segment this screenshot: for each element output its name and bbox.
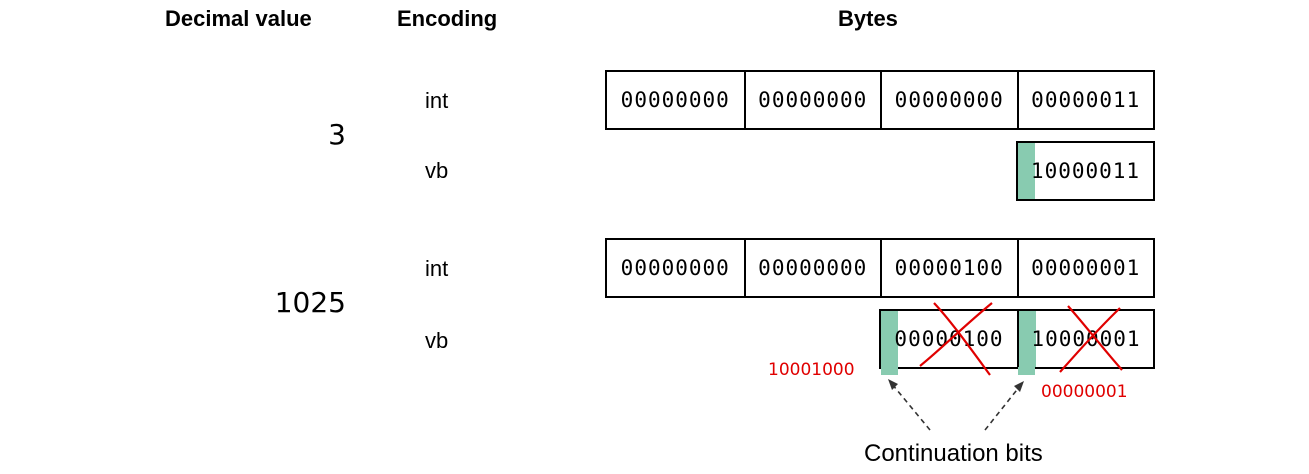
int-bytes-row: 00000000 00000000 00000000 00000011 — [605, 70, 1155, 130]
cross-out-mark — [1067, 305, 1123, 371]
byte-cell: 00000001 — [1016, 240, 1154, 296]
dashed-arrow — [891, 383, 931, 431]
byte-text: 00000100 — [894, 256, 1004, 280]
continuation-bits-caption: Continuation bits — [864, 440, 1043, 467]
correction-label-right: 00000001 — [1041, 382, 1128, 402]
dashed-arrow — [984, 385, 1021, 431]
byte-cell: 00000100 — [881, 311, 1017, 367]
header-decimal-value: Decimal value — [165, 6, 312, 31]
byte-text: 00000000 — [758, 88, 868, 112]
byte-text: 00000001 — [1031, 256, 1141, 280]
continuation-bit-highlight — [881, 367, 898, 375]
header-encoding: Encoding — [397, 6, 498, 31]
decimal-value-3: 3 — [328, 118, 346, 151]
decimal-value-1025: 1025 — [274, 286, 346, 319]
byte-text: 10000011 — [1030, 159, 1141, 183]
arrow-head — [1014, 381, 1024, 392]
byte-cell: 00000000 — [607, 240, 744, 296]
byte-cell: 00000000 — [743, 72, 881, 128]
continuation-bit-highlight — [881, 311, 898, 367]
cross-out-mark — [1059, 307, 1121, 373]
continuation-bit-highlight — [1019, 311, 1036, 367]
continuation-bit-highlight — [1018, 367, 1035, 375]
cross-out-mark — [919, 302, 993, 367]
byte-cell: 10000011 — [1018, 143, 1153, 199]
byte-text: 00000000 — [758, 256, 868, 280]
cross-out-mark — [933, 302, 991, 376]
byte-cell: 10000001 — [1017, 311, 1153, 367]
byte-cell: 00000000 — [880, 72, 1017, 128]
header-bytes: Bytes — [838, 6, 898, 31]
byte-cell: 00000000 — [743, 240, 881, 296]
encoding-label-int: int — [425, 88, 449, 113]
byte-text: 00000000 — [620, 256, 730, 280]
byte-text: 00000100 — [894, 327, 1004, 351]
int-bytes-row: 00000000 00000000 00000100 00000001 — [605, 238, 1155, 298]
byte-cell: 00000100 — [880, 240, 1017, 296]
vb-bytes-row: 10000011 — [1016, 141, 1155, 201]
encoding-label-vb: vb — [425, 328, 449, 353]
byte-text: 00000011 — [1031, 88, 1141, 112]
continuation-bit-highlight — [1018, 143, 1035, 199]
arrow-head — [888, 379, 898, 390]
byte-text: 00000000 — [620, 88, 730, 112]
correction-label-left: 10001000 — [768, 360, 855, 380]
byte-cell: 00000011 — [1016, 72, 1154, 128]
byte-text: 00000000 — [894, 88, 1004, 112]
byte-text: 10000001 — [1031, 327, 1141, 351]
byte-cell: 00000000 — [607, 72, 744, 128]
encoding-label-int: int — [425, 256, 449, 281]
encoding-label-vb: vb — [425, 158, 449, 183]
